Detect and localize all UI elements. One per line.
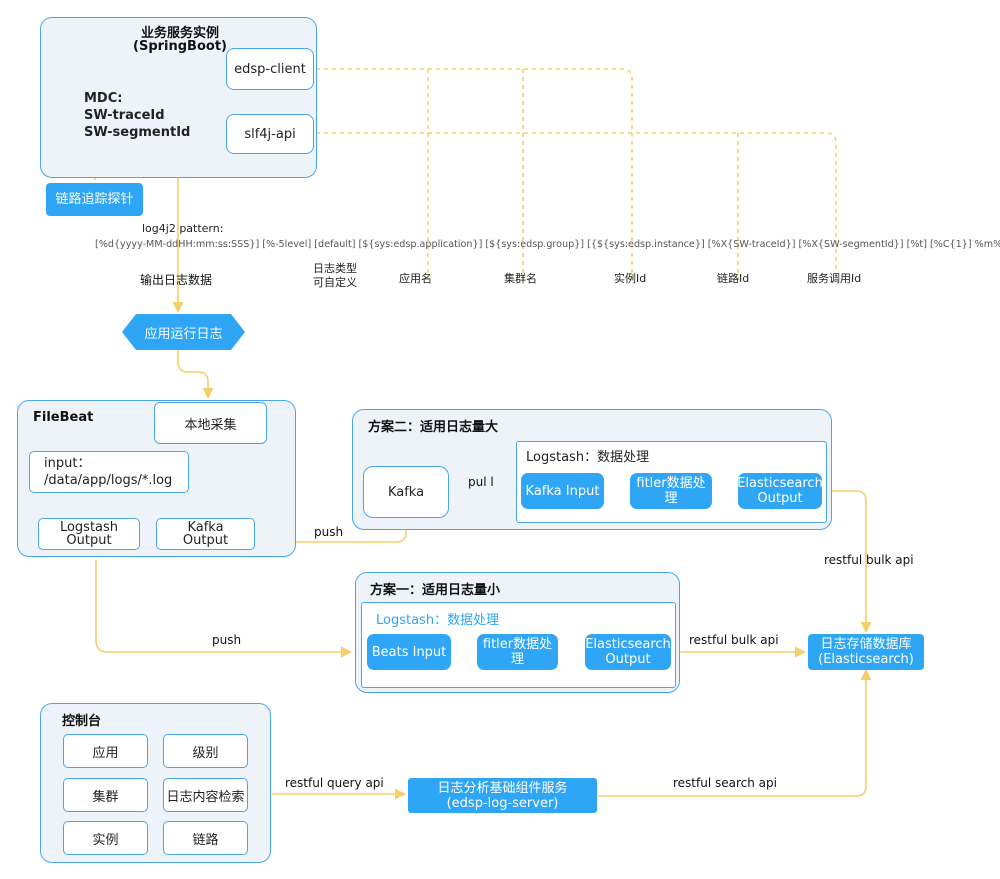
storage-box: 日志存储数据库(Elasticsearch) — [808, 634, 924, 670]
plan1-es-output-line2: Output — [605, 652, 651, 667]
output-label: 输出日志数据 — [140, 273, 213, 287]
plan1-es-output-line1: Elasticsearch — [585, 637, 671, 652]
plan2-es-output-line1: Elasticsearch — [737, 476, 823, 491]
plan2-es-output-line2: Output — [757, 491, 803, 506]
search-label: restful search api — [673, 776, 777, 790]
service-subtitle: (SpringBoot) — [133, 39, 227, 54]
push-label-kafka: push — [314, 525, 344, 539]
plan1-logstash-title: Logstash：数据处理 — [376, 613, 500, 628]
mdc-segment: SW-segmentId — [84, 125, 191, 140]
console-title: 控制台 — [62, 714, 102, 729]
bulk-label-plan1: restful bulk api — [689, 633, 779, 647]
app-log-label: 应用运行日志 — [144, 326, 223, 342]
field-segment: 服务调用Id — [807, 272, 862, 285]
console-item-trace[interactable]: 链路 — [163, 821, 248, 855]
slf4j-api-box: slf4j-api — [226, 114, 314, 154]
dashed-api-line — [316, 132, 837, 280]
hexagon-shape — [122, 314, 245, 350]
collect-box: 本地采集 — [154, 402, 267, 444]
edge-push-kafka — [258, 516, 412, 543]
input-line1: input： — [44, 456, 91, 471]
storage-line2: (Elasticsearch) — [818, 652, 914, 667]
console-item-instance[interactable]: 实例 — [63, 821, 148, 855]
edge-es2-storage — [822, 490, 872, 634]
push-label-plan1: push — [212, 633, 242, 647]
kafka-input-box: Kafka Input — [521, 473, 604, 509]
edsp-client-box: edsp-client — [226, 48, 314, 90]
edge-server-storage — [598, 668, 872, 797]
pattern-value: [%d{yyyy-MM-ddHH:mm:ss:SSS}] [%-5level] … — [95, 239, 1000, 250]
query-label: restful query api — [285, 776, 384, 790]
field-instance: 实例Id — [614, 272, 647, 285]
kafka-box: Kafka — [363, 466, 449, 518]
console-item-search[interactable]: 日志内容检索 — [163, 778, 248, 812]
field-type-line2: 可自定义 — [313, 276, 357, 289]
service-title: 业务服务实例 — [140, 26, 219, 41]
plan1-filter-box: fitler数据处理 — [477, 634, 558, 670]
beats-input-box: Beats Input — [367, 634, 451, 670]
plan2-title: 方案二：适用日志量大 — [368, 420, 499, 435]
plan2-filter-box: fitler数据处理 — [630, 473, 712, 509]
pull-label: pul l — [468, 475, 494, 489]
plan2-logstash-title: Logstash：数据处理 — [526, 450, 650, 465]
dashed-client-line — [316, 68, 633, 280]
probe-box: 链路追踪探针 — [46, 183, 143, 216]
field-trace: 链路Id — [717, 272, 750, 285]
input-line2: /data/app/logs/*.log — [44, 473, 173, 488]
logstash-output-line1: Logstash — [59, 520, 119, 535]
mdc-trace: SW-traceId — [84, 108, 165, 123]
input-box: input： /data/app/logs/*.log — [29, 451, 189, 493]
log-server-line1: 日志分析基础组件服务 — [437, 780, 568, 796]
logstash-output-line2: Output — [66, 533, 112, 548]
console-item-level[interactable]: 级别 — [163, 734, 248, 768]
bulk-label-plan2: restful bulk api — [824, 553, 914, 567]
edge-log-collect — [177, 350, 214, 400]
pattern-label: log4j2 pattern: — [142, 222, 224, 235]
storage-line1: 日志存储数据库 — [820, 637, 912, 652]
log-server-box: 日志分析基础组件服务(edsp-log-server) — [408, 778, 597, 813]
mdc-block: MDC: SW-traceId SW-segmentId — [84, 90, 190, 141]
kafka-output-line2: Output — [182, 533, 229, 548]
console-item-app[interactable]: 应用 — [63, 734, 148, 768]
plan1-title: 方案一：适用日志量小 — [370, 583, 501, 598]
kafka-output-line1: Kafka — [187, 520, 224, 535]
field-group: 集群名 — [504, 272, 537, 285]
field-type: 日志类型 可自定义 — [313, 262, 357, 290]
app-log-node: 应用运行日志 — [122, 314, 245, 350]
log-server-line2: (edsp-log-server) — [446, 795, 559, 811]
field-type-line1: 日志类型 — [313, 262, 357, 275]
filebeat-title: FileBeat — [33, 410, 94, 425]
field-app: 应用名 — [399, 272, 432, 285]
console-item-cluster[interactable]: 集群 — [63, 778, 148, 812]
edge-push-plan1 — [95, 560, 353, 658]
mdc-label: MDC: — [84, 91, 123, 106]
